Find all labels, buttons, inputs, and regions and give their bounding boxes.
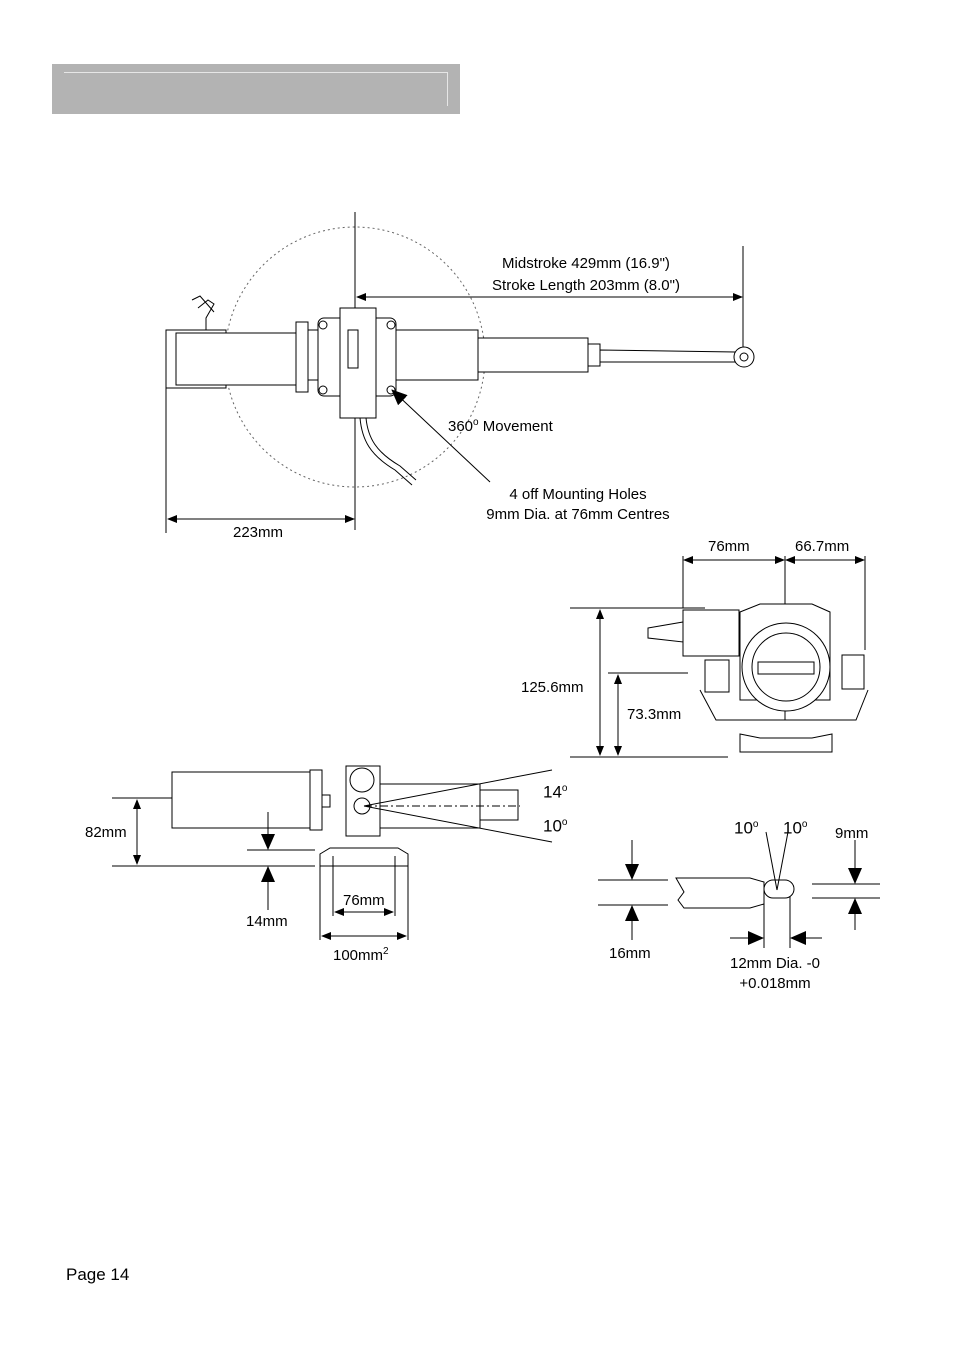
rod-dia-label: 12mm Dia. -0 +0.018mm: [700, 955, 850, 993]
end-dim-73-3-label: 73.3mm: [627, 706, 682, 723]
side-dim-76-label: 76mm: [343, 892, 385, 909]
rod-angle-right-degree: o: [801, 819, 808, 830]
angle-14-value: 14: [543, 782, 562, 802]
angle-10-degree: o: [561, 817, 568, 828]
rod-dia-line1: 12mm Dia. -0: [729, 955, 821, 972]
side-view-drawing: [112, 765, 553, 940]
top-view-drawing: [165, 212, 755, 533]
rod-dia-line2: +0.018mm: [739, 975, 811, 992]
rod-dim-9-label: 9mm: [835, 825, 869, 842]
movement-text: Movement: [478, 418, 553, 435]
rod-dim-16-label: 16mm: [609, 945, 651, 962]
side-dim-82-label: 82mm: [85, 824, 127, 841]
side-angle-14-label: 14o: [543, 780, 567, 802]
mounting-hole-leader: [391, 389, 491, 483]
midstroke-label: Midstroke 429mm (16.9") Stroke Length 20…: [470, 255, 702, 295]
section-header-bar: [52, 64, 460, 114]
dim-100-superscript: 2: [383, 946, 389, 957]
side-dim-100-label: 100mm2: [333, 943, 389, 965]
stroke-length-text: Stroke Length 203mm (8.0"): [492, 277, 680, 294]
page-number: Page 14: [66, 1265, 130, 1284]
side-dim-14-label: 14mm: [246, 913, 288, 930]
mounting-holes-label: 4 off Mounting Holes 9mm Dia. at 76mm Ce…: [462, 486, 694, 524]
end-dim-66-7-label: 66.7mm: [795, 538, 850, 555]
mounting-line1: 4 off Mounting Holes: [509, 486, 647, 503]
movement-degree: o: [473, 417, 479, 428]
section-header-title: [64, 72, 448, 106]
dim-223-label: 223mm: [233, 524, 284, 541]
dim-100-value: 100mm: [333, 947, 384, 964]
rod-angle-right-value: 10: [783, 818, 802, 838]
end-dim-125-6-label: 125.6mm: [521, 679, 584, 696]
rod-angle-left-value: 10: [734, 818, 753, 838]
end-view-drawing: [570, 556, 869, 758]
side-angle-10-label: 10o: [543, 814, 567, 836]
movement-value: 360: [448, 418, 474, 435]
end-dim-76-label: 76mm: [708, 538, 750, 555]
angle-14-degree: o: [561, 783, 568, 794]
angle-10-value: 10: [543, 816, 562, 836]
midstroke-text: Midstroke 429mm (16.9"): [502, 255, 670, 272]
rod-angle-left-label: 10o: [734, 816, 758, 838]
rod-end-drawing: [598, 831, 880, 948]
movement-label: 360o Movement: [448, 414, 553, 436]
rod-angle-left-degree: o: [752, 819, 759, 830]
rod-angle-right-label: 10o: [783, 816, 807, 838]
mounting-line2: 9mm Dia. at 76mm Centres: [486, 506, 670, 523]
